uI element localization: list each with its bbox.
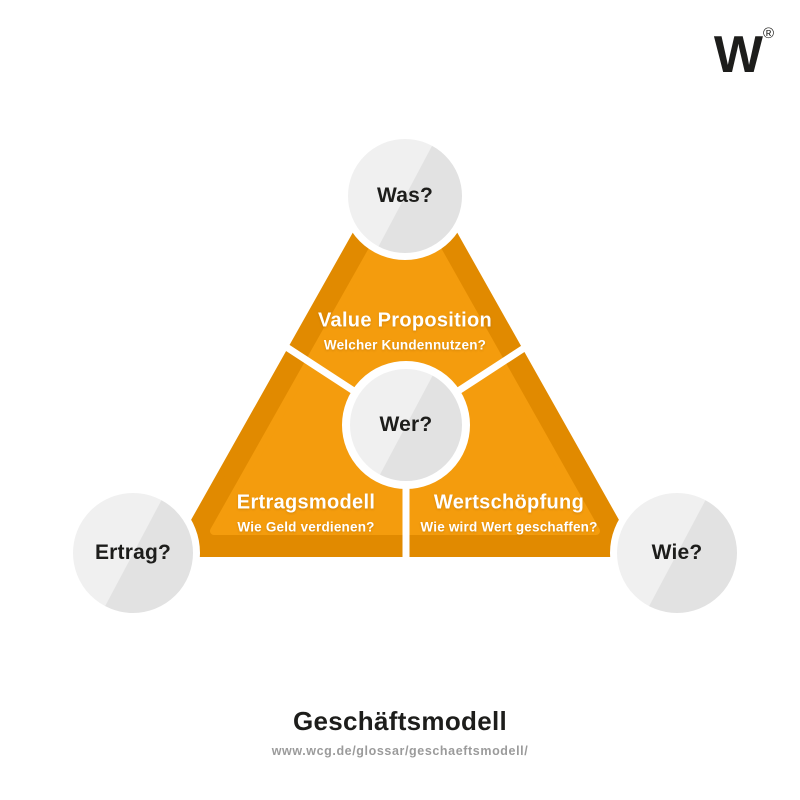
node-label: Wer? xyxy=(379,413,433,436)
node-wie: Wie? xyxy=(610,486,744,620)
footer: Geschäftsmodell www.wcg.de/glossar/gesch… xyxy=(0,706,800,758)
section-subtitle: Wie Geld verdienen? xyxy=(237,519,375,535)
node-label: Ertrag? xyxy=(94,541,172,564)
glossary-url: www.wcg.de/glossar/geschaeftsmodell/ xyxy=(271,744,529,758)
node-was: Was? xyxy=(341,132,469,260)
section-wertschoepfung: Wertschöpfung Wie wird Wert geschaffen? xyxy=(420,492,597,535)
brand-logo-letter: W xyxy=(713,26,763,84)
node-ertrag: Ertrag? xyxy=(66,486,200,620)
registered-trademark-icon: ® xyxy=(762,25,774,42)
node-label: Wie? xyxy=(651,541,703,564)
section-subtitle: Wie wird Wert geschaffen? xyxy=(420,519,598,535)
node-wer: Wer? xyxy=(342,361,470,489)
section-ertragsmodell: Ertragsmodell Wie Geld verdienen? xyxy=(237,492,375,535)
section-title: Wertschöpfung xyxy=(433,491,585,514)
section-title: Value Proposition xyxy=(317,309,493,332)
brand-logo: W® xyxy=(714,26,774,81)
section-title: Ertragsmodell xyxy=(236,491,376,514)
section-subtitle: Welcher Kundennutzen? xyxy=(323,337,487,353)
section-value-proposition: Value Proposition Welcher Kundennutzen? xyxy=(318,310,492,353)
node-label: Was? xyxy=(376,184,434,207)
page-title: Geschäftsmodell xyxy=(292,706,507,736)
